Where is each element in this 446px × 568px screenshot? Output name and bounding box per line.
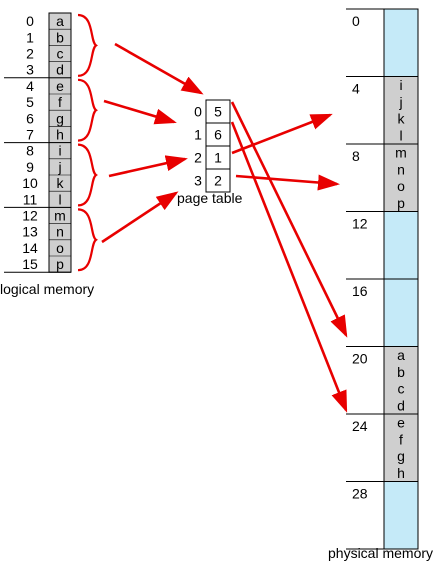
physical-frame [383,143,419,212]
arrow-page-to-table [103,99,177,125]
physical-byte: j [398,94,402,110]
physical-byte: p [397,195,405,211]
mapping-arrows [101,42,348,413]
physical-byte: b [397,364,405,380]
arrow-table-to-frame [230,101,348,338]
physical-frame [383,346,419,415]
logical-byte: m [54,208,66,224]
logical-byte: i [58,143,61,159]
logical-address: 0 [26,13,34,29]
physical-frame [383,211,419,280]
page-brace [77,78,98,142]
logical-address: 12 [22,208,38,224]
logical-address: 3 [26,62,34,78]
logical-byte: a [56,13,64,29]
logical-byte: b [56,29,64,45]
physical-byte: h [397,465,405,481]
frame-address: 0 [352,13,360,29]
logical-byte: e [56,78,64,94]
physical-byte: a [397,347,405,363]
logical-memory-label: logical memory [0,281,94,297]
physical-byte: o [397,178,405,194]
logical-address: 5 [26,94,34,110]
page-table-label: page table [177,190,243,206]
frame-address: 24 [352,418,368,434]
frame-address: 8 [352,148,360,164]
physical-byte: c [398,381,405,397]
page-braces [77,13,98,272]
logical-byte: j [57,159,61,175]
logical-address: 9 [26,159,34,175]
frame-number: 2 [214,173,222,189]
logical-address: 14 [22,240,38,256]
page-number: 2 [194,150,202,166]
physical-frame [383,481,419,550]
logical-address: 15 [22,256,38,272]
logical-address: 11 [23,191,38,207]
frame-address: 12 [352,216,368,232]
frame-address: 4 [352,81,360,97]
physical-byte: g [397,448,405,464]
logical-byte: p [56,256,64,272]
physical-byte: m [395,144,407,160]
frame-number: 1 [214,150,222,166]
physical-frame [383,278,419,347]
page-brace [77,143,98,207]
page-brace [77,13,98,77]
logical-byte: k [57,175,65,191]
logical-address: 2 [26,46,34,62]
physical-memory-label: physical memory [328,545,433,561]
logical-address: 8 [26,143,34,159]
arrow-table-to-frame [231,113,333,155]
logical-address: 1 [26,29,34,45]
logical-address: 13 [22,224,38,240]
logical-memory: 0 a 1 b 2 c 3 d 4 e 5 f 6 g 7 h 8 i 9 j 10 k 11 l 12 m 13 n 14 o 15 p [4,12,72,273]
physical-frame [383,76,419,145]
logical-address: 7 [26,127,34,143]
physical-byte: k [398,111,406,127]
arrow-table-to-frame [235,174,340,191]
physical-frame [383,413,419,482]
arrow-page-to-table [114,42,204,95]
logical-byte: l [58,191,61,207]
frame-address: 28 [352,486,368,502]
logical-address: 4 [26,78,34,94]
physical-byte: f [399,431,403,447]
frame-address: 16 [352,283,368,299]
logical-byte: f [58,94,62,110]
page-number: 3 [194,173,202,189]
physical-frame [383,8,419,77]
page-brace [77,208,98,272]
page-number: 0 [194,104,202,120]
arrow-page-to-table [108,155,188,178]
physical-byte: i [399,77,402,93]
page-table-cell [205,168,231,193]
frame-address: 20 [352,351,368,367]
physical-byte: d [397,398,405,414]
page-number: 1 [194,127,202,143]
logical-address: 10 [22,175,38,191]
logical-address: 6 [26,110,34,126]
physical-byte: l [399,128,402,144]
logical-byte: d [56,62,64,78]
logical-byte: n [56,224,64,240]
frame-number: 5 [214,104,222,120]
logical-byte: g [56,110,64,126]
physical-byte: n [397,161,405,177]
logical-byte: c [57,46,64,62]
logical-byte: o [56,240,64,256]
arrow-table-to-frame [230,121,348,413]
logical-byte: h [56,127,64,143]
physical-byte: e [397,414,405,430]
arrow-page-to-table [101,191,179,244]
frame-number: 6 [214,127,222,143]
